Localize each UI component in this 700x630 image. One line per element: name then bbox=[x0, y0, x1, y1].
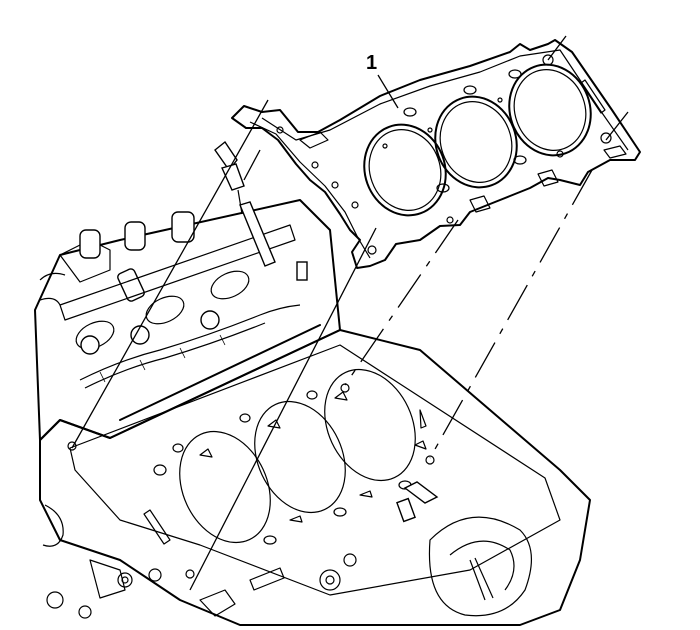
coolant-passages bbox=[153, 390, 427, 545]
sensor-right bbox=[396, 481, 439, 523]
left-cylinder-head bbox=[34, 199, 341, 441]
cylinder-head-gasket bbox=[231, 39, 641, 269]
alignment-lines bbox=[71, 35, 629, 591]
callout-1-leader bbox=[377, 74, 399, 109]
engine-block bbox=[39, 329, 591, 626]
gasket-bores bbox=[363, 63, 592, 217]
gasket-holes bbox=[276, 54, 627, 255]
callout-1-label: 1 bbox=[366, 52, 378, 74]
cam-position-sensor bbox=[214, 140, 276, 267]
